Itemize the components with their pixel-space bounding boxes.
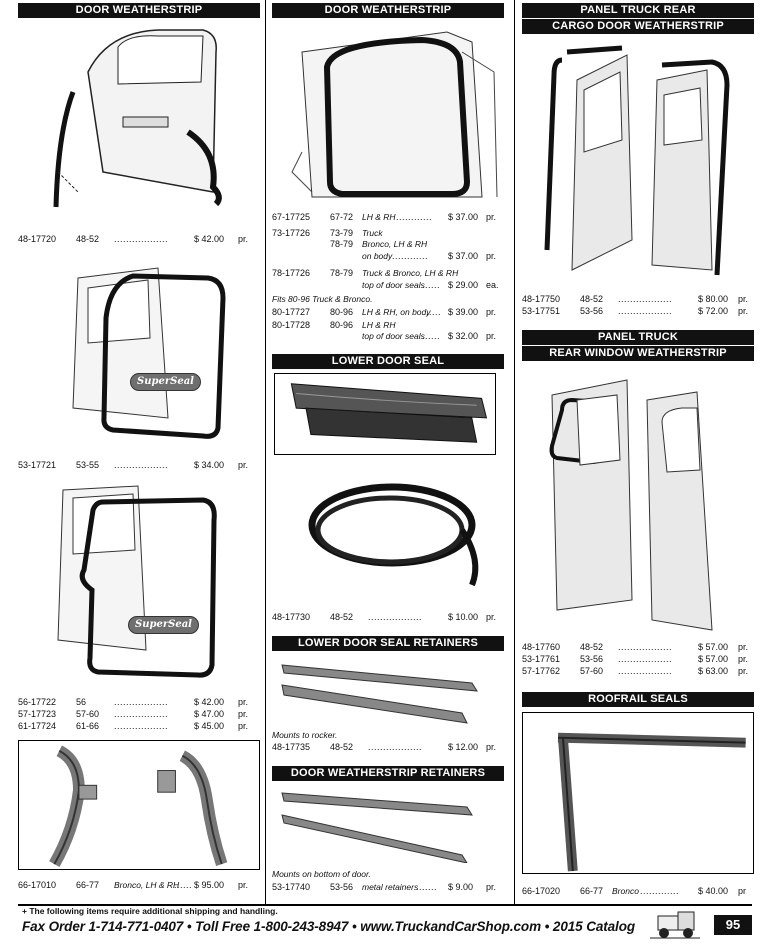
section-header-lower-door-seal: LOWER DOOR SEAL (272, 354, 504, 369)
section-header-cargo-door-weatherstrip: CARGO DOOR WEATHERSTRIP (522, 19, 754, 34)
section-header-panel-truck-rear: PANEL TRUCK REAR (522, 3, 754, 18)
door-weatherstrip-illustration-56-66: SuperSeal (18, 480, 260, 680)
price-row-78-17726: 78-17726 78-79 Truck & Bronco, LH & RH (272, 268, 459, 278)
section-header-panel-truck: PANEL TRUCK (522, 330, 754, 345)
column-divider-left (265, 0, 266, 904)
section-header-roofrail-seals: ROOFRAIL SEALS (522, 692, 754, 707)
section-header-door-weatherstrip: DOOR WEATHERSTRIP (18, 3, 260, 18)
fits-note: Fits 80-96 Truck & Bronco. (272, 294, 373, 304)
price-row-48-17735: 48-17735 48-52 .................. $ 12.0… (272, 742, 497, 752)
section-header-door-weatherstrip-retainers: DOOR WEATHERSTRIP RETAINERS (272, 766, 504, 781)
superseal-badge: SuperSeal (130, 373, 201, 391)
price-row-80-17728: 80-17728 80-96 LH & RH (272, 320, 396, 330)
price-row-61-17724: 61-17724 61-66 .................. $ 45.0… (18, 721, 249, 731)
column-2: DOOR WEATHERSTRIP 67-17725 67-72 LH & RH… (272, 0, 504, 910)
price-row-48-17750: 48-17750 48-52 .................. $ 80.0… (522, 294, 749, 304)
price-row-top-of-door-seals-ea: top of door seals ...... $ 29.00 ea. (362, 280, 499, 290)
door-weatherstrip-retainers-photo (272, 785, 504, 863)
price-row-57-17723: 57-17723 57-60 .................. $ 47.0… (18, 709, 249, 719)
price-row-48-17720: 48-17720 48-52 .................. $ 42.0… (18, 234, 249, 244)
price-row-78-79-bronco: 78-79 Bronco, LH & RH (330, 239, 428, 249)
lower-door-seal-retainers-photo (272, 655, 504, 727)
lower-door-seal-coil-photo (272, 470, 504, 595)
price-row-53-17761: 53-17761 53-56 .................. $ 57.0… (522, 654, 749, 664)
price-row-48-17730: 48-17730 48-52 .................. $ 10.0… (272, 612, 497, 622)
price-row-48-17760: 48-17760 48-52 .................. $ 57.0… (522, 642, 749, 652)
page-number: 95 (714, 915, 752, 935)
price-row-53-17721: 53-17721 53-55 .................. $ 34.0… (18, 460, 249, 470)
roofrail-seals-photo (522, 712, 754, 874)
footer-rule (18, 904, 752, 906)
price-row-56-17722: 56-17722 56 .................. $ 42.00 p… (18, 697, 249, 707)
price-row-53-17740: 53-17740 53-56 metal retainers ....... $… (272, 882, 497, 892)
retainers-note: Mounts to rocker. (272, 730, 338, 740)
cargo-door-weatherstrip-illustration (522, 40, 754, 285)
bronco-weatherstrip-photo (18, 740, 260, 870)
price-row-top-of-door-seals-pr: top of door seals ...... $ 32.00 pr. (362, 331, 497, 341)
superseal-badge: SuperSeal (128, 616, 199, 634)
column-1: DOOR WEATHERSTRIP 48-17720 48-52 .......… (18, 0, 260, 910)
lower-door-seal-closeup-photo (274, 373, 496, 455)
shipping-footnote: + The following items require additional… (22, 906, 278, 916)
price-row-66-17020: 66-17020 66-77 Bronco ............. $ 40… (522, 886, 747, 896)
door-weatherstrip-illustration-53-55: SuperSeal (18, 258, 260, 448)
contact-footer-line: Fax Order 1-714-771-0407 • Toll Free 1-8… (22, 919, 635, 934)
price-row-73-17726: 73-17726 73-79 Truck (272, 228, 383, 238)
column-divider-right (514, 0, 515, 904)
rear-window-weatherstrip-illustration (522, 370, 754, 632)
section-header-lower-door-seal-retainers: LOWER DOOR SEAL RETAINERS (272, 636, 504, 651)
price-row-57-17762: 57-17762 57-60 .................. $ 63.0… (522, 666, 749, 676)
door-weatherstrip-illustration-48-52 (18, 22, 260, 217)
price-row-80-17727: 80-17727 80-96 LH & RH, on body ..... $ … (272, 307, 497, 317)
ws-retainers-note: Mounts on bottom of door. (272, 869, 371, 879)
price-row-53-17751: 53-17751 53-56 .................. $ 72.0… (522, 306, 749, 316)
section-header-rear-window-weatherstrip: REAR WINDOW WEATHERSTRIP (522, 346, 754, 361)
section-header-door-weatherstrip-2: DOOR WEATHERSTRIP (272, 3, 504, 18)
column-3: PANEL TRUCK REAR CARGO DOOR WEATHERSTRIP… (522, 0, 754, 910)
price-row-67-17725: 67-17725 67-72 LH & RH ............ $ 37… (272, 212, 497, 222)
door-weatherstrip-illustration-67-96 (272, 22, 504, 202)
price-row-66-17010: 66-17010 66-77 Bronco, LH & RH ...... $ … (18, 880, 249, 890)
price-row-on-body: on body ............ $ 37.00 pr. (362, 251, 497, 261)
truck-logo-icon (648, 908, 702, 942)
